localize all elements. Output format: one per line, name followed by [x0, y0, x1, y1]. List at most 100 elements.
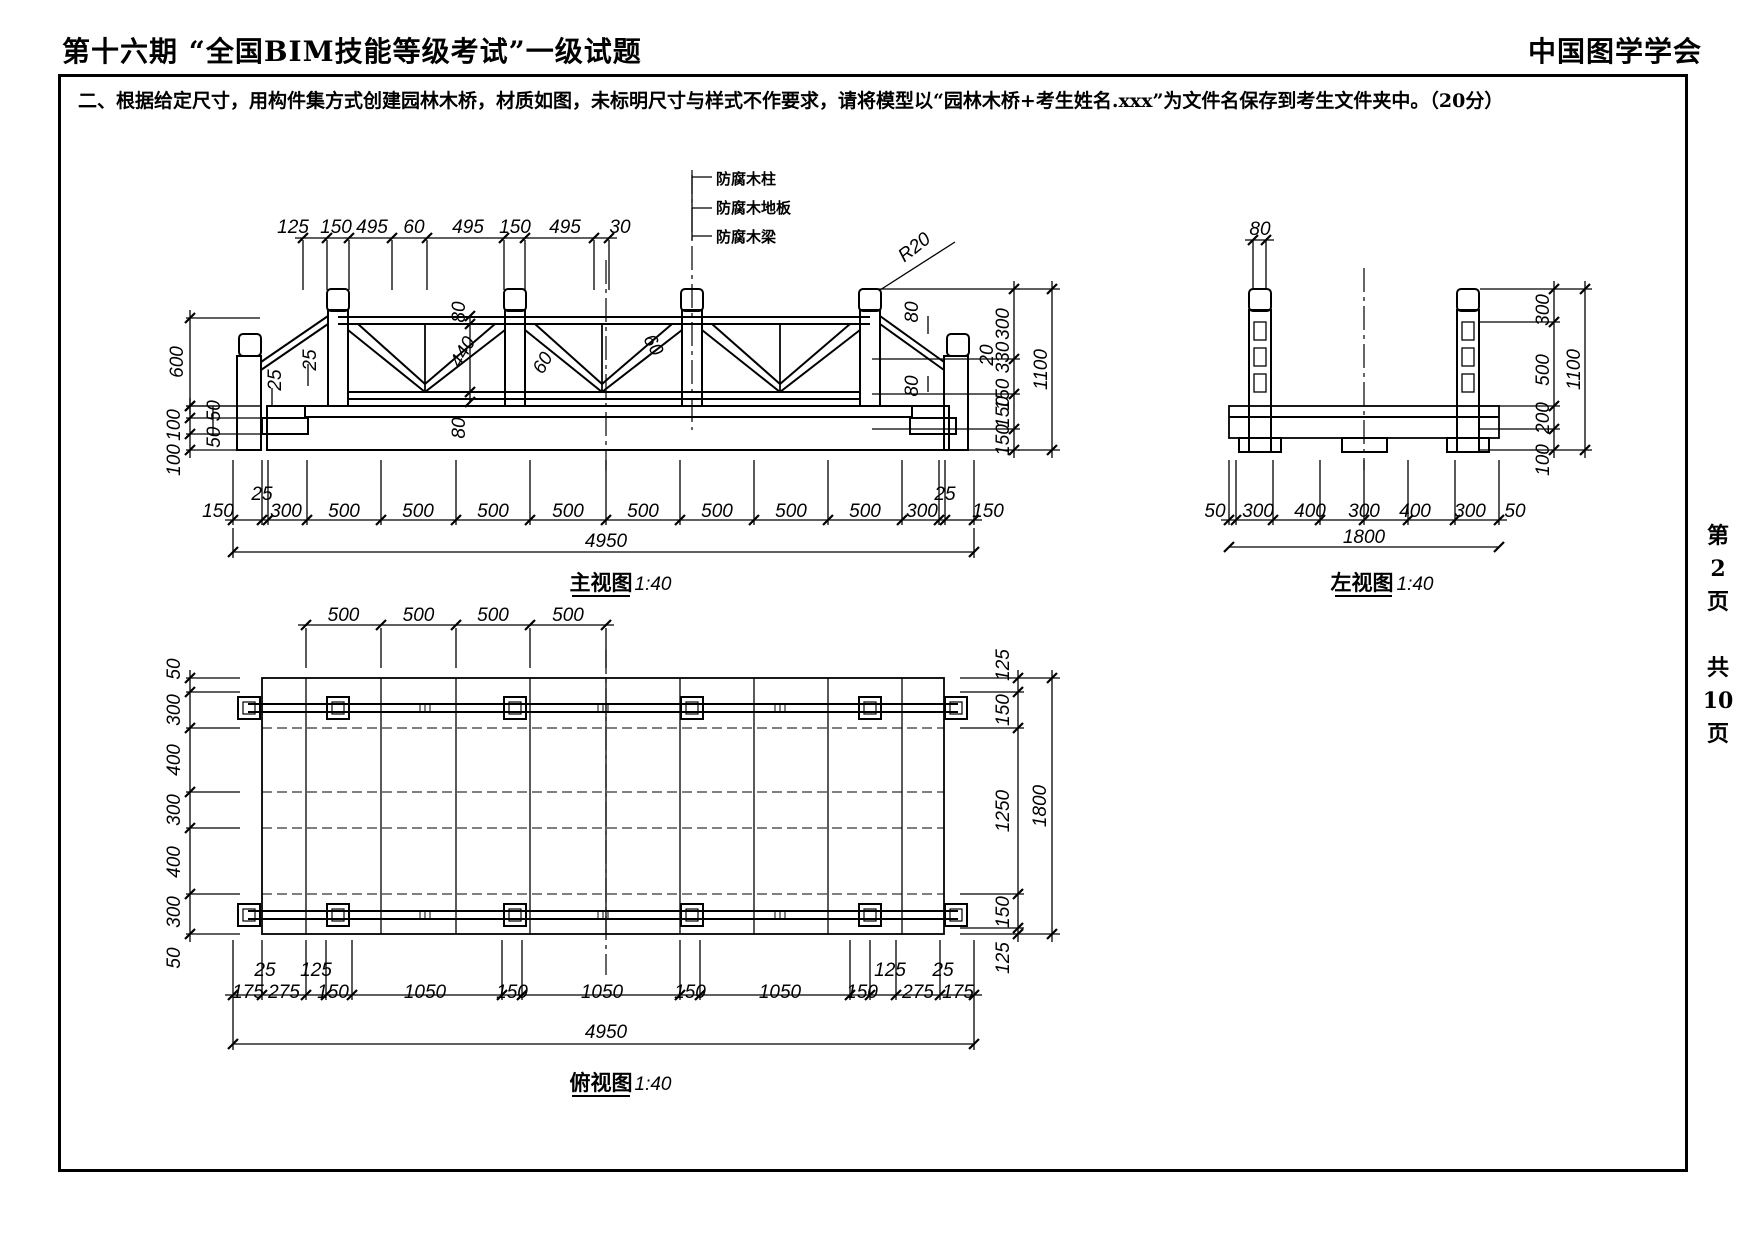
dimension-tick: [1008, 423, 1020, 435]
view-scale: 1:40: [635, 574, 672, 595]
dimension-label: 440: [446, 333, 480, 371]
dimension-tick: [1314, 514, 1326, 526]
plan-post: [858, 903, 882, 927]
side-post: [1248, 309, 1272, 453]
plan-post-inner: [508, 701, 522, 715]
dimension-label: 400: [164, 846, 185, 878]
dimension-tick: [1012, 672, 1024, 684]
dimension-label: 150: [993, 896, 1014, 928]
dimension-label: 495: [452, 217, 484, 238]
dimension-tick: [1223, 541, 1235, 553]
lattice-brace: [424, 329, 506, 393]
page-indicator: 第 2 页 共 10 页: [1700, 520, 1736, 751]
lattice-panel: [424, 323, 506, 393]
dimension-label: 175: [232, 982, 264, 1003]
plan-post-inner: [863, 701, 877, 715]
end-post-cap-right: [946, 333, 970, 357]
dimension-label: 1100: [1564, 349, 1585, 390]
sloped-rail-right: [879, 323, 945, 371]
dimension-label: 150: [993, 424, 1014, 456]
dimension-tick: [300, 989, 312, 1001]
dimension-tick: [1012, 928, 1024, 940]
plan-post: [503, 903, 527, 927]
lattice-brace: [347, 329, 426, 393]
main-post-cap: [326, 288, 350, 312]
dimension-tick: [1008, 353, 1020, 365]
dimension-tick: [184, 928, 196, 940]
dimension-tick: [934, 989, 946, 1001]
dimension-tick: [498, 232, 510, 244]
side-beam-left: [1238, 437, 1282, 453]
drawing-frame: [58, 74, 1688, 1172]
dimension-tick: [1579, 444, 1591, 456]
dimension-tick: [890, 989, 902, 1001]
lattice-brace: [711, 323, 781, 385]
dimension-label: 300: [164, 694, 185, 726]
post-face-detail: [1461, 373, 1475, 393]
dimension-tick: [1493, 514, 1505, 526]
plan-post: [237, 903, 261, 927]
dimension-label: R20: [894, 228, 935, 266]
lattice-brace: [534, 323, 603, 385]
dimension-tick: [496, 989, 508, 1001]
lattice-brace: [524, 329, 603, 393]
dimension-tick: [1046, 444, 1058, 456]
dimension-label: 100: [164, 409, 185, 441]
end-post-right: [943, 355, 969, 451]
dimension-label: 4950: [585, 531, 628, 552]
dimension-label: 1050: [581, 982, 624, 1003]
page-char: 共: [1706, 655, 1729, 681]
dimension-tick: [896, 514, 908, 526]
sloped-rail-left: [260, 315, 329, 363]
dimension-tick: [1548, 400, 1560, 412]
dimension-label: 300: [993, 308, 1014, 340]
dimension-tick: [1548, 283, 1560, 295]
lattice-brace: [601, 323, 673, 385]
dimension-tick: [588, 232, 600, 244]
dimension-label: 500: [552, 605, 584, 626]
dimension-tick: [464, 318, 476, 330]
dimension-label: 500: [627, 501, 659, 522]
plan-post: [944, 696, 968, 720]
dimension-label: 25: [265, 369, 286, 392]
deck-beam: [266, 405, 950, 451]
dimension-label: 300: [270, 501, 302, 522]
dimension-tick: [524, 619, 536, 631]
dimension-tick: [1449, 514, 1461, 526]
dimension-tick: [1008, 283, 1020, 295]
dimension-label: 80: [449, 301, 470, 323]
dimension-label: 175: [942, 982, 974, 1003]
plan-post: [680, 696, 704, 720]
dimension-tick: [968, 514, 980, 526]
dimension-label: 500: [552, 501, 584, 522]
dimension-tick: [674, 514, 686, 526]
plan-post: [680, 903, 704, 927]
exam-title: 第十六期 “全国BIM技能等级考试”一级试题: [62, 35, 642, 68]
dimension-tick: [1548, 444, 1560, 456]
dimension-tick: [1267, 514, 1279, 526]
dimension-label: 80: [449, 417, 470, 439]
dimension-label: 25: [931, 960, 954, 981]
plan-post-inner: [949, 701, 963, 715]
plan-post: [944, 903, 968, 927]
dimension-label: 150: [317, 982, 349, 1003]
page-char: 2: [1710, 556, 1726, 582]
view-title: 主视图: [570, 571, 633, 595]
dimension-label: 500: [1533, 354, 1554, 386]
dimension-label: 50: [1504, 501, 1526, 522]
lattice-brace: [779, 323, 851, 385]
dimension-tick: [1046, 672, 1058, 684]
dimension-tick: [346, 989, 358, 1001]
page-char: 页: [1706, 721, 1729, 747]
dimension-label: 275: [267, 982, 300, 1003]
dimension-label: 300: [164, 794, 185, 826]
page-char: 10: [1702, 688, 1734, 714]
dimension-label: 125: [874, 960, 906, 981]
dimension-tick: [184, 888, 196, 900]
page-char: 第: [1706, 523, 1729, 549]
dimension-label: 500: [477, 605, 509, 626]
dimension-tick: [262, 514, 274, 526]
plan-post-inner: [331, 908, 345, 922]
dimension-tick: [227, 989, 239, 1001]
